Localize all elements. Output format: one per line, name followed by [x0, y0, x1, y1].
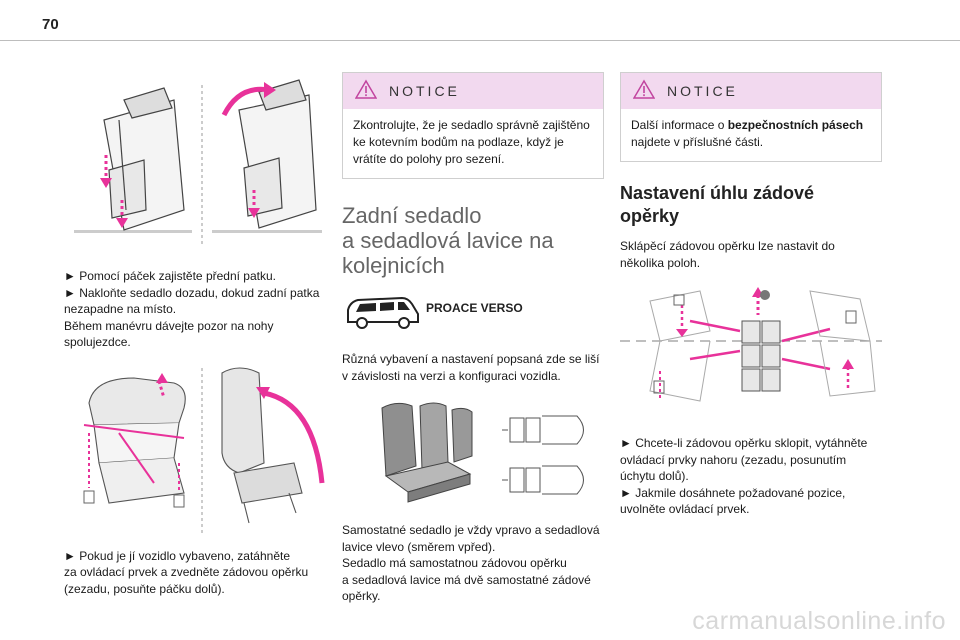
heading-line: Nastavení úhlu zádové: [620, 183, 815, 203]
van-icon: [342, 292, 422, 337]
heading-line: opěrky: [620, 206, 680, 226]
title-line: kolejnicích: [342, 253, 445, 278]
notice-text: Další informace o bezpečnostních pásech …: [621, 109, 881, 161]
text-line: ► Nakloňte sedadlo dozadu, dokud zadní p…: [64, 285, 320, 300]
text-line: Sedadlo má samostatnou zádovou opěrku: [342, 556, 567, 570]
column-middle: NOTICE Zkontrolujte, že je sedadlo správ…: [342, 72, 604, 605]
section-heading: Nastavení úhlu zádové opěrky: [620, 182, 882, 228]
warning-triangle-icon: [632, 79, 656, 104]
variant-note: Různá vybavení a nastavení popsaná zde s…: [342, 351, 604, 384]
text-line: za ovládací prvek a zvedněte zádovou opě…: [64, 565, 309, 579]
text-line: úchytu dolů).: [620, 469, 689, 483]
seat-description: Samostatné sedadlo je vždy vpravo a seda…: [342, 522, 604, 605]
text-line: několika poloh.: [620, 255, 701, 270]
text-line: opěrky.: [342, 589, 381, 603]
text-line: a sedadlová lavice má dvě samostatné zád…: [342, 572, 591, 587]
text-line: spolujezdce.: [64, 335, 131, 349]
text-line: uvolněte ovládací prvek.: [620, 502, 750, 516]
seat-tilt-illustration: [64, 60, 326, 260]
text-line: Samostatné sedadlo je vždy vpravo a seda…: [342, 523, 600, 537]
adjust-instructions: ► Chcete-li zádovou opěrku sklopit, vytá…: [620, 435, 882, 518]
text-line: vrátíte do polohy pro sezení.: [353, 152, 505, 166]
model-row: PROACE VERSO: [342, 292, 604, 337]
tilt-instructions: ► Pomocí páček zajistěte přední patku. ►…: [64, 268, 326, 351]
intro-text: Sklápěcí zádovou opěrku lze nastavit do …: [620, 238, 882, 271]
notice-box: NOTICE Další informace o bezpečnostních …: [620, 72, 882, 162]
text-span: Další informace o: [631, 118, 728, 132]
title-line: Zadní sedadlo: [342, 203, 482, 228]
notice-box: NOTICE Zkontrolujte, že je sedadlo správ…: [342, 72, 604, 179]
rear-seat-layout-illustration: [342, 396, 604, 514]
page-number: 70: [42, 16, 59, 33]
notice-header: NOTICE: [343, 73, 603, 109]
seatbelt-reference: bezpečnostních pásech: [727, 118, 864, 132]
text-line: lavice vlevo (směrem vpřed).: [342, 539, 496, 554]
watermark: carmanualsonline.info: [692, 607, 946, 635]
column-left: ► Pomocí páček zajistěte přední patku. ►…: [64, 60, 326, 597]
text-line: v závislosti na verzi a konfiguraci vozi…: [342, 368, 561, 383]
notice-title: NOTICE: [667, 83, 738, 99]
notice-header: NOTICE: [621, 73, 881, 109]
text-line: Zkontrolujte, že je sedadlo správně zaji…: [353, 118, 590, 132]
text-line: najdete v příslušné části.: [631, 135, 764, 149]
text-line: ► Chcete-li zádovou opěrku sklopit, vytá…: [620, 436, 868, 450]
text-line: ovládací prvky nahoru (zezadu, posunutím: [620, 452, 847, 467]
section-title: Zadní sedadlo a sedadlová lavice na kole…: [342, 203, 604, 278]
text-line: nezapadne na místo.: [64, 302, 177, 316]
text-line: ► Jakmile dosáhnete požadované pozice,: [620, 485, 846, 500]
notice-title: NOTICE: [389, 83, 460, 99]
top-divider: [0, 40, 960, 41]
warning-triangle-icon: [354, 79, 378, 104]
backrest-angle-illustration: [620, 281, 882, 421]
text-line: Různá vybavení a nastavení popsaná zde s…: [342, 352, 600, 366]
model-label: PROACE VERSO: [426, 300, 523, 315]
backrest-instructions: ► Pokud je jí vozidlo vybaveno, zatáhnět…: [64, 548, 326, 598]
backrest-raise-illustration: [64, 363, 326, 538]
text-line: Během manévru dávejte pozor na nohy: [64, 318, 274, 333]
column-right: NOTICE Další informace o bezpečnostních …: [620, 72, 882, 518]
notice-text: Zkontrolujte, že je sedadlo správně zaji…: [343, 109, 603, 178]
text-line: ► Pomocí páček zajistěte přední patku.: [64, 269, 276, 283]
text-line: Sklápěcí zádovou opěrku lze nastavit do: [620, 239, 835, 253]
text-line: ► Pokud je jí vozidlo vybaveno, zatáhnět…: [64, 548, 291, 563]
text-line: ke kotevním bodům na podlaze, když je: [353, 135, 564, 149]
text-line: Další informace o bezpečnostních pásech: [631, 117, 871, 134]
title-line: a sedadlová lavice na: [342, 228, 554, 253]
text-line: (zezadu, posuňte páčku dolů).: [64, 581, 225, 596]
